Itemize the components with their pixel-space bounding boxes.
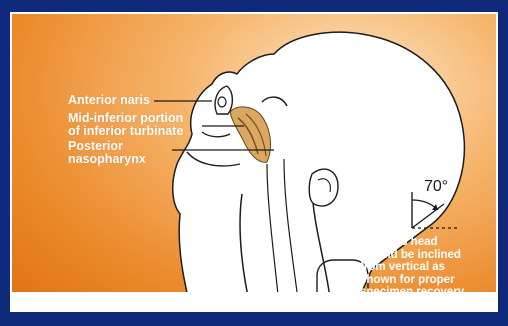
ear [309, 169, 338, 206]
label-anterior-naris: Anterior naris [68, 94, 150, 107]
label-posterior-nasopharynx: Posterior nasopharynx [68, 140, 146, 166]
illustration-panel: Anterior naris Mid-inferior portion of i… [10, 12, 498, 312]
label-mid-inferior-turbinate: Mid-inferior portion of inferior turbina… [68, 112, 183, 138]
instruction-note: Patient's head should be inclined from v… [360, 236, 464, 299]
panel-bottom-strip [12, 292, 496, 310]
angle-value: 70° [424, 178, 448, 196]
